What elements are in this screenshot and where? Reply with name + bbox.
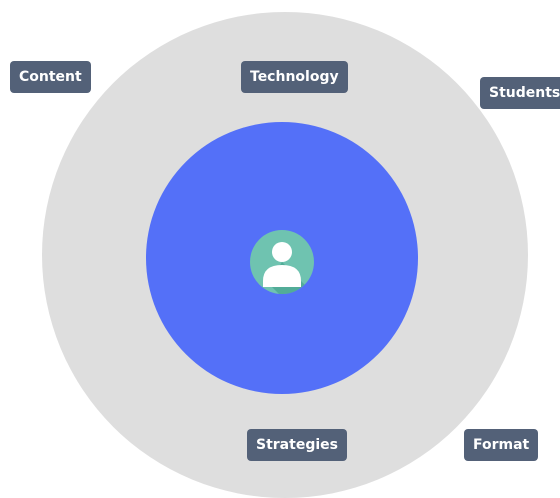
user-avatar-icon [250,230,314,294]
label-format: Format [464,429,539,461]
label-strategies: Strategies [247,429,347,461]
label-students: Students [480,77,560,109]
label-content: Content [10,61,91,93]
label-technology: Technology [241,61,348,93]
